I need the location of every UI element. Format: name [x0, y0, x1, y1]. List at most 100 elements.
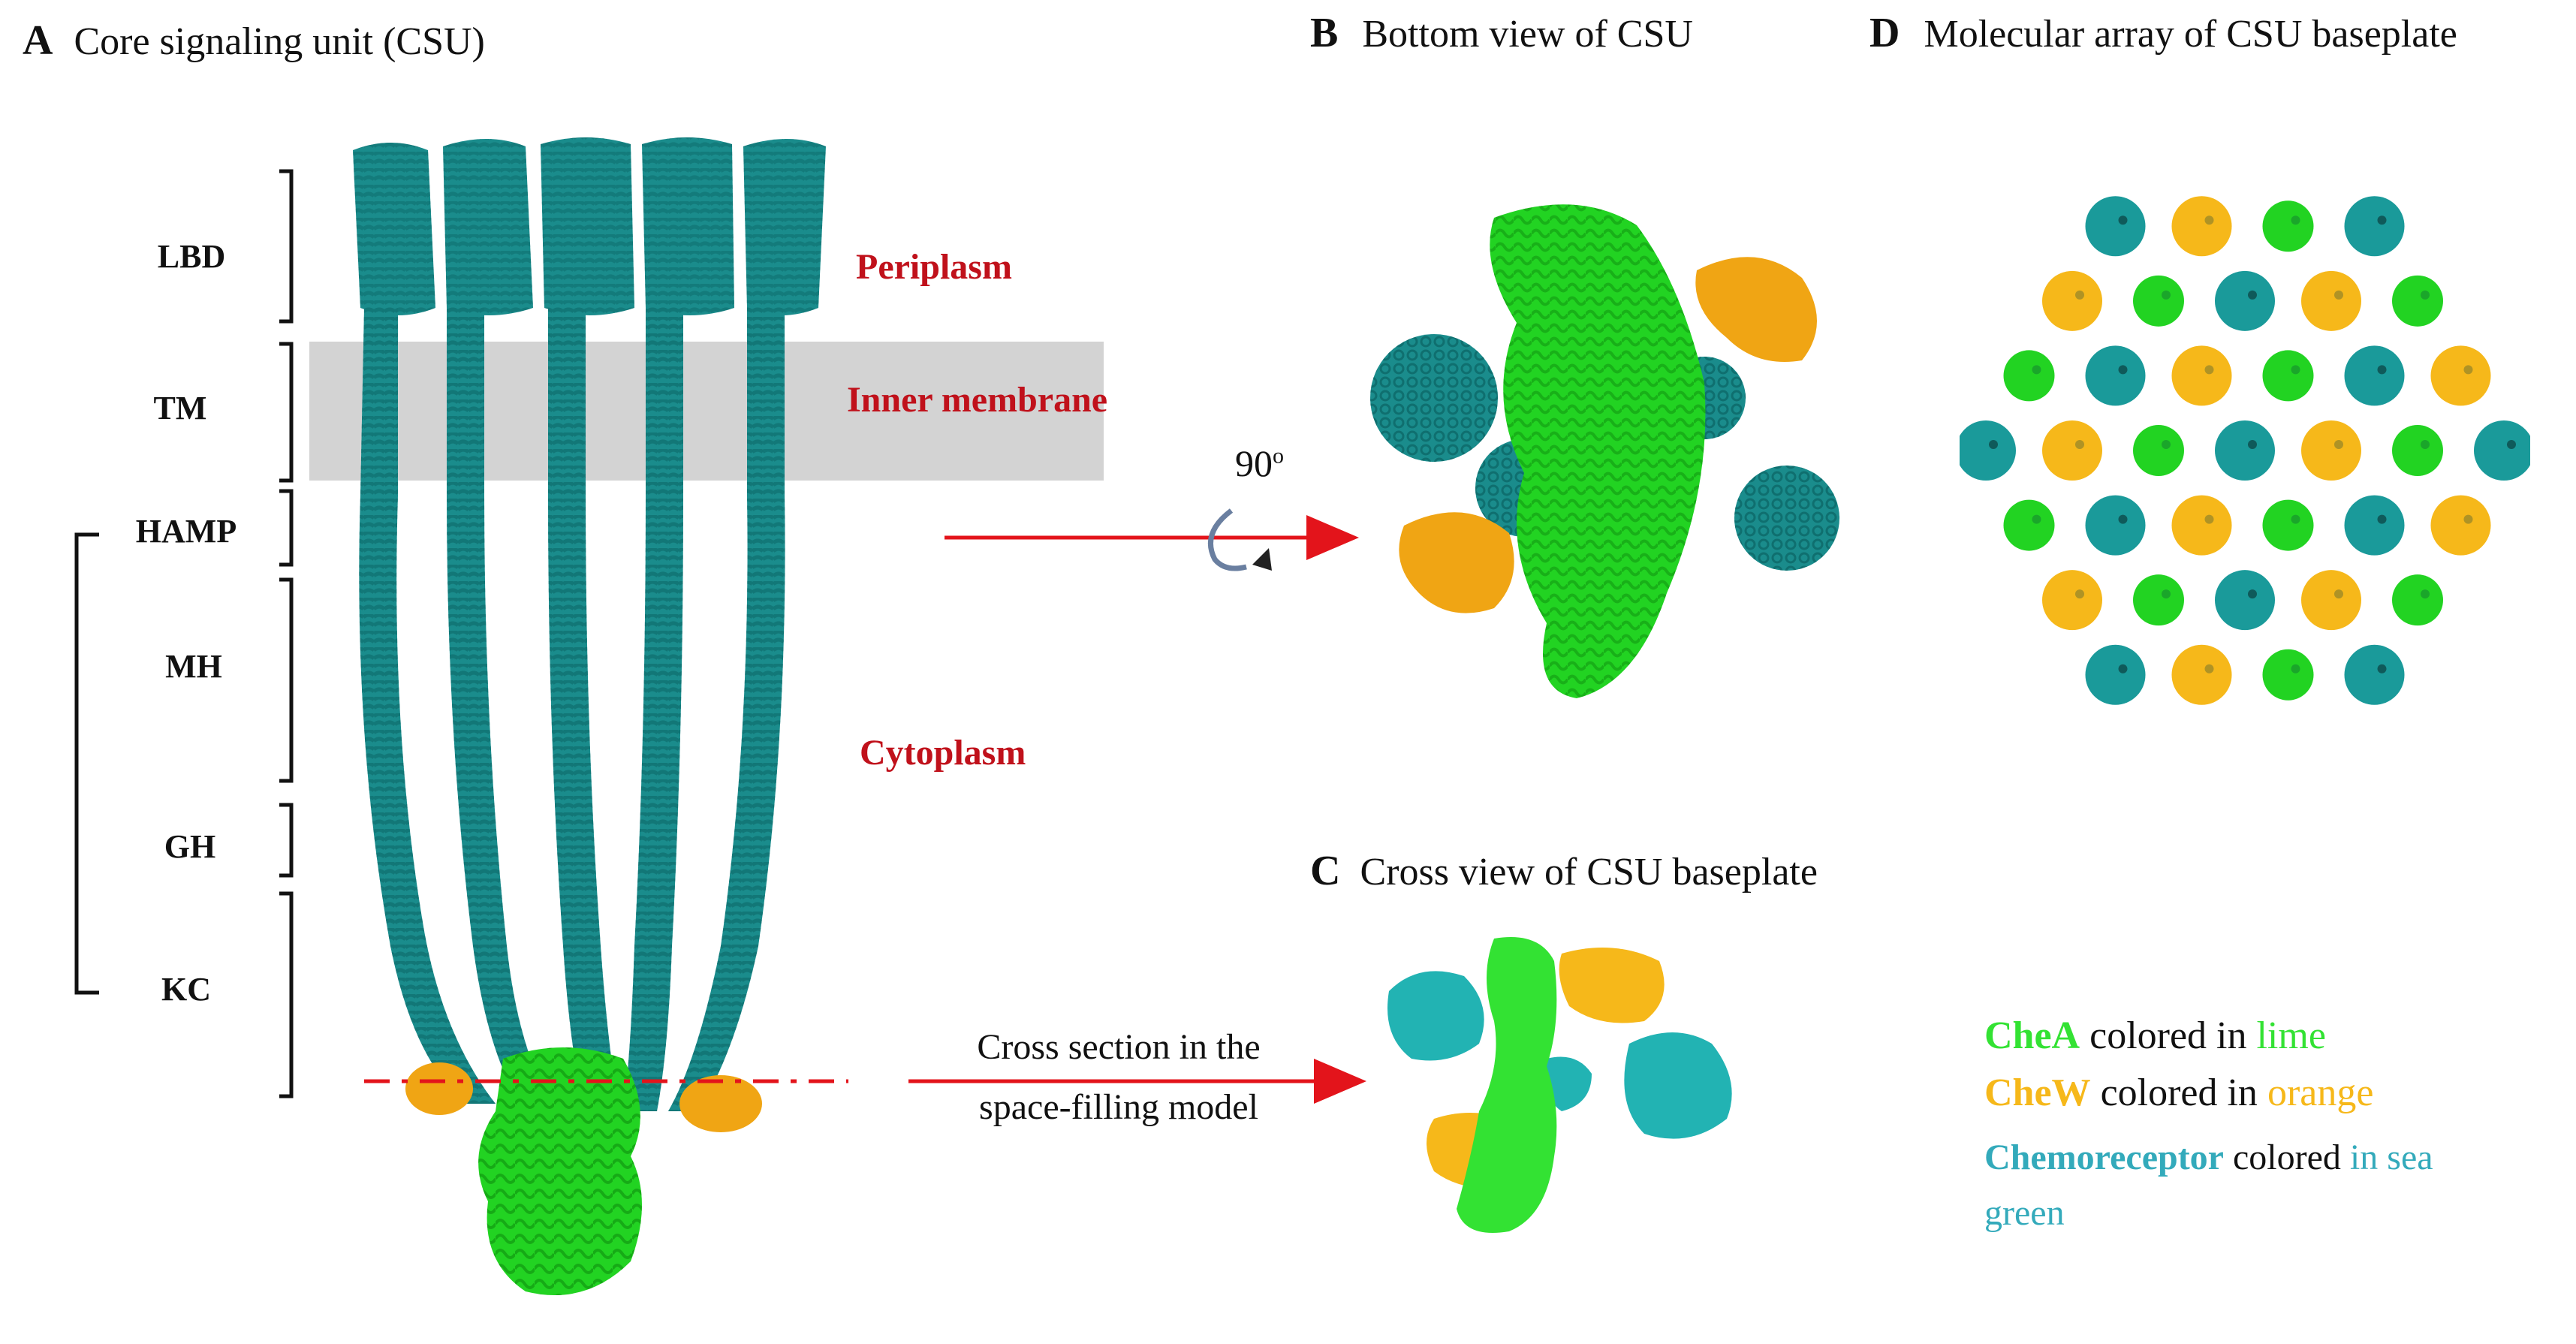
label-inner-membrane: Inner membrane	[847, 380, 1108, 420]
array-unit	[2262, 350, 2314, 402]
array-unit	[2344, 644, 2405, 705]
array-unit	[2262, 200, 2314, 252]
array-unit-hole	[2291, 365, 2300, 375]
array-unit-hole	[2162, 290, 2171, 300]
array-unit	[1960, 420, 2016, 481]
cross-receptors	[1387, 971, 1732, 1139]
bracket-mh	[279, 577, 294, 783]
array-unit	[2392, 574, 2443, 626]
array-unit-hole	[2248, 440, 2257, 449]
bracket-tm	[279, 342, 294, 483]
panel-c-heading: C Cross view of CSU baseplate	[1310, 847, 1818, 895]
panel-d-title: Molecular array of CSU baseplate	[1924, 13, 2457, 56]
array-unit	[2085, 644, 2146, 705]
array-unit	[2085, 495, 2146, 556]
chew-left	[405, 1062, 473, 1115]
array-unit	[2344, 495, 2405, 556]
legend-chemoreceptor: Chemoreceptor colored in sea green	[1984, 1130, 2555, 1241]
array-unit	[2474, 420, 2530, 481]
panel-c-letter: C	[1310, 848, 1341, 894]
legend-chea-mid: colored in	[2080, 1014, 2257, 1057]
array-unit-hole	[2075, 589, 2084, 599]
bottom-chea	[1490, 204, 1706, 698]
array-unit	[2133, 275, 2184, 327]
array-unit	[2133, 574, 2184, 626]
array-unit	[2003, 499, 2055, 551]
rotation-angle: 90	[1235, 442, 1273, 484]
array-unit-hole	[2463, 365, 2473, 375]
array-unit	[2215, 420, 2275, 481]
array-unit-hole	[2118, 514, 2128, 524]
array-unit-hole	[2162, 440, 2171, 449]
array-unit	[2301, 570, 2361, 631]
array-unit-hole	[2032, 514, 2041, 524]
panel-b-title: Bottom view of CSU	[1362, 13, 1693, 56]
array-unit-hole	[2507, 440, 2516, 449]
lbd-helices	[353, 137, 826, 315]
array-unit-hole	[2334, 589, 2343, 599]
legend-chew: CheW colored in orange	[1984, 1071, 2373, 1115]
csu-structure	[309, 137, 1104, 1295]
legend-chew-name: CheW	[1984, 1071, 2091, 1114]
bracket-kc	[279, 891, 294, 1098]
cross-chea	[1457, 937, 1557, 1233]
array-unit-hole	[2118, 365, 2128, 375]
array-unit	[2042, 270, 2102, 331]
array-unit-hole	[2162, 589, 2171, 599]
array-unit-hole	[2377, 514, 2387, 524]
panel-d-heading: D Molecular array of CSU baseplate	[1869, 9, 2457, 57]
cross-section-line1: Cross section in the	[977, 1027, 1261, 1067]
array-unit-hole	[2377, 365, 2387, 375]
region-gh: GH	[164, 828, 216, 865]
region-kc: KC	[161, 971, 211, 1008]
inner-membrane-band	[309, 342, 1104, 481]
legend-chew-color: orange	[2267, 1071, 2374, 1114]
region-hamp: HAMP	[135, 513, 237, 550]
legend-chew-mid: colored in	[2090, 1071, 2267, 1114]
legend-chea-color: lime	[2256, 1014, 2326, 1057]
region-mh: MH	[165, 648, 222, 685]
array-unit-hole	[2291, 514, 2300, 524]
array-unit-hole	[2118, 215, 2128, 225]
array-unit-hole	[2421, 589, 2430, 599]
bottom-view-structure	[1370, 204, 1839, 698]
array-unit	[2085, 196, 2146, 257]
array-unit	[2301, 270, 2361, 331]
array-unit-hole	[2248, 290, 2257, 300]
array-unit	[2430, 345, 2491, 406]
panel-b-heading: B Bottom view of CSU	[1310, 9, 1693, 57]
bracket-lbd	[279, 169, 294, 324]
panel-d-letter: D	[1869, 10, 1900, 56]
array-unit	[2133, 425, 2184, 476]
bracket-cytoplasmic	[74, 532, 99, 995]
rotation-arrowhead	[1252, 548, 1272, 571]
array-unit	[2344, 196, 2405, 257]
array-unit-hole	[2421, 290, 2430, 300]
legend-chemo-color2: green	[1984, 1193, 2065, 1233]
array-unit-hole	[2291, 664, 2300, 674]
rotation-degree-mark: o	[1273, 443, 1284, 469]
legend-chea-name: CheA	[1984, 1014, 2080, 1057]
array-unit-hole	[2377, 215, 2387, 225]
array-unit	[2171, 345, 2232, 406]
array-unit-hole	[2204, 664, 2214, 674]
array-unit-hole	[2421, 440, 2430, 449]
array-unit	[2344, 345, 2405, 406]
panel-a-letter: A	[23, 17, 53, 64]
array-unit-hole	[2334, 290, 2343, 300]
array-unit	[2042, 420, 2102, 481]
cross-section-line2: space-filling model	[979, 1087, 1258, 1127]
array-unit-hole	[2334, 440, 2343, 449]
region-lbd: LBD	[157, 238, 226, 275]
chea-kinase	[478, 1047, 642, 1295]
legend-chea: CheA colored in lime	[1984, 1014, 2326, 1058]
array-unit	[2392, 275, 2443, 327]
array-unit-hole	[2032, 365, 2041, 375]
bottom-chew	[1399, 257, 1817, 613]
array-unit-hole	[1989, 440, 1998, 449]
cross-section-caption: Cross section in the space-filling model	[931, 1017, 1306, 1138]
array-unit	[2430, 495, 2491, 556]
region-tm: TM	[153, 390, 207, 426]
